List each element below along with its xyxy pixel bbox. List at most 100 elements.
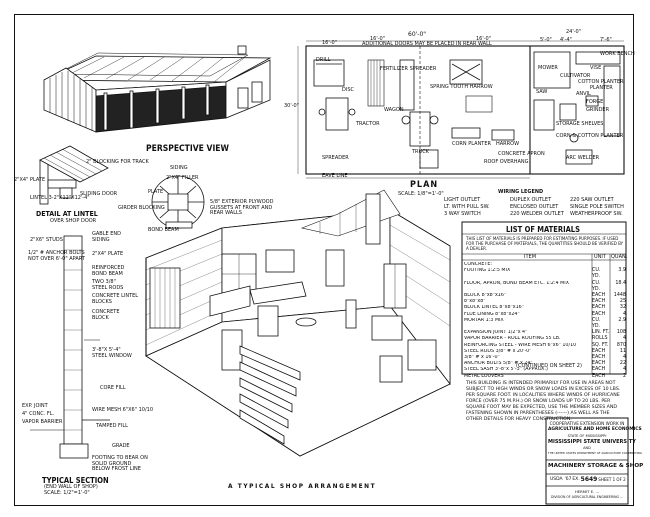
wiring-item: SINGLE POLE SWITCH (570, 204, 624, 210)
plan-label: SAW (536, 89, 548, 95)
section-label: 2"x6" STUDS (30, 237, 63, 243)
materials-item: ANCHOR BOLTS 5/8" # x 24" (464, 361, 533, 367)
section-label: EXP. JOINT (22, 403, 48, 409)
materials-quan: 18.4 (615, 280, 626, 286)
materials-row: REINFORCING STEEL - WIRE MESH 6"x6" 10/1… (464, 343, 626, 349)
shop-arrangement-drawing (145, 189, 451, 457)
materials-unit: ROLLS (592, 336, 608, 342)
plan-label: TRUCK (412, 149, 429, 155)
materials-continued: (CONTINUED ON SHEET 2) (516, 363, 582, 369)
materials-item: 3/8" # x 16'-0" (464, 355, 500, 361)
plan-label: DISC (342, 87, 354, 93)
perspective-building (43, 45, 272, 133)
section-label: GABLE END SIDING (92, 231, 122, 243)
truss-label: BOND BEAM (148, 227, 179, 233)
plan-scale: SCALE: 1/8"=1'-0" (398, 191, 444, 197)
section-label: REINFORCED BOND BEAM (92, 265, 125, 277)
materials-box (461, 221, 627, 375)
plan-title: PLAN (410, 180, 439, 190)
plan-drawing (297, 40, 625, 179)
plan-label: EAVE LINE (322, 173, 348, 179)
plan-label: ARC WELDER (566, 155, 600, 161)
plan-label: FORGE (586, 99, 604, 105)
plan-dim-8: 30'-0" (284, 103, 300, 109)
plan-label: SPRING TOOTH HARROW (430, 84, 493, 90)
materials-row: VAPOR BARRIER - ROLL ROOFING 55 LB.ROLLS… (464, 336, 626, 342)
materials-item: FOOTING 1:2:5 MIX (464, 268, 511, 274)
plan-label: VISE (590, 65, 602, 71)
materials-quan: 22 (619, 361, 626, 367)
section-label: TAMPED FILL (96, 423, 128, 429)
materials-item: STEEL RODS 3/8" # x 20'-0" (464, 348, 532, 354)
materials-item: EXPANSION JOINT 1/2"x 4" (464, 330, 528, 336)
plan-label: CORN PLANTER (452, 141, 491, 147)
section-label: FOOTING TO BEAR ON SOLID GROUND BELOW FR… (92, 455, 148, 472)
truss-label: SIDING (170, 165, 188, 171)
plan-dim-1: 16'-0" (322, 40, 338, 46)
materials-unit: SQ. FT. (592, 342, 609, 348)
plan-dim-5: 5'-0" (540, 37, 552, 43)
materials-row: 3/8" # x 16'-0" EACH 4 (464, 355, 626, 361)
tb-year: '67 (564, 477, 572, 482)
plan-label: HARROW (496, 141, 520, 147)
tb-drawn-by: HERMIT E. ... (574, 489, 600, 494)
title-block-box (545, 417, 629, 505)
tb-line1: COOPERATIVE EXTENSION WORK IN (549, 421, 625, 426)
materials-header-quan: QUAN. (611, 254, 628, 260)
section-label: GRADE (112, 443, 130, 449)
truss-label: 2"x4" FILLER (166, 175, 199, 181)
section-label: 4" CONC. FL. (22, 411, 55, 417)
lintel-label: SLIDING DOOR (80, 191, 118, 197)
materials-unit: EACH (592, 311, 606, 317)
plan-label: SPREADER (322, 155, 349, 161)
materials-unit: EACH (592, 305, 606, 311)
materials-quan: 11 (619, 348, 626, 354)
materials-unit: EACH (592, 293, 606, 299)
lintel-detail-drawing (39, 145, 109, 205)
plan-dim-4: 24'-0" (566, 29, 582, 35)
materials-quan: 4 (622, 311, 626, 317)
materials-quan: 32 (619, 305, 626, 311)
plan-label: CONCRETE APRON (498, 151, 545, 157)
arrangement-title: A TYPICAL SHOP ARRANGEMENT (228, 482, 377, 490)
tb-usda: USDA (550, 477, 563, 482)
plan-label: FERTILIZER SPREADER (380, 66, 437, 72)
materials-quan: 2.9 (618, 317, 626, 323)
section-label: CONCRETE LINTEL BLOCKS (92, 293, 139, 305)
section-label: WIRE MESH 6"x6" 10/10 (92, 407, 154, 413)
tb-sheet: SHEET 1 OF 2 (598, 477, 626, 482)
section-label: 1/2" # ANCHOR BOLTS NOT OVER 6'-0" APART (28, 250, 85, 262)
tb-university: MISSISSIPPI STATE UNIVERSITY (548, 439, 636, 445)
wiring-item: LIGHT OUTLET (444, 197, 481, 203)
materials-item: FLUE LINING 8"x8"x24" (464, 311, 520, 317)
materials-unit: EACH (592, 355, 606, 361)
materials-item: STEEL SASH 3'-8"x 5'-3" (APPROX.) (464, 367, 548, 373)
wiring-item: ENCLOSED OUTLET (510, 204, 559, 210)
materials-unit: CU. YD. (592, 317, 601, 330)
plan-label: COTTON PLANTER (578, 79, 624, 85)
truss-label: PLATE (148, 189, 164, 195)
design-note: THIS BUILDING IS INTENDED PRIMARILY FOR … (466, 381, 621, 422)
plan-label: MOWER (538, 65, 558, 71)
truss-detail-drawing (151, 175, 205, 229)
materials-header-unit: UNIT (594, 254, 606, 260)
plan-label: STORAGE SHELVES (556, 121, 604, 127)
tb-dept: DIVISION OF AGRICULTURAL ENGINEERING ... (550, 495, 623, 499)
materials-unit: EACH (592, 299, 606, 305)
drawing-sheet (14, 14, 634, 506)
materials-unit: EACH (592, 361, 606, 367)
materials-quan: 4 (622, 355, 626, 361)
materials-row: FLUE LINING 8"x8"x24" EACH 4 (464, 312, 626, 318)
materials-quan: 25 (619, 299, 626, 305)
section-label: CORE FILL (100, 385, 126, 391)
materials-unit: CU. YD. (592, 280, 601, 292)
section-title: TYPICAL SECTION (42, 476, 109, 485)
plan-label: TRACTOR (356, 121, 380, 127)
